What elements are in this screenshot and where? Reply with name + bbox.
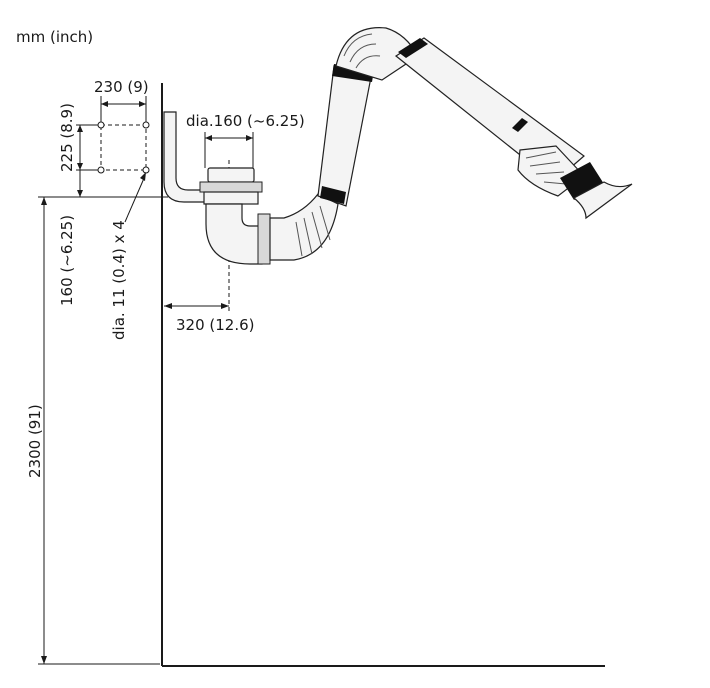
bracket-offset-label: 160 (~6.25) bbox=[58, 215, 76, 306]
hole-leader bbox=[124, 172, 146, 223]
swivel-head bbox=[199, 167, 296, 265]
hole-diameter-label: dia. 11 (0.4) x 4 bbox=[110, 220, 128, 340]
pipe-diameter-dimension bbox=[204, 132, 254, 168]
bracket-width-label: 230 (9) bbox=[94, 78, 149, 96]
bracket-height-label: 225 (8.9) bbox=[58, 103, 76, 172]
pipe-diameter-label: dia.160 (~6.25) bbox=[186, 112, 305, 130]
lower-arm-tube bbox=[317, 64, 374, 207]
upper-arm-tube bbox=[394, 37, 585, 183]
lower-hose bbox=[269, 193, 339, 261]
bracket-width-dimension bbox=[100, 96, 147, 122]
bracket-height-dimension bbox=[76, 124, 98, 171]
bracket-hole-pattern bbox=[97, 121, 150, 174]
mount-height-dimension bbox=[38, 197, 160, 665]
units-label: mm (inch) bbox=[16, 28, 93, 46]
horizontal-reach-dimension bbox=[164, 303, 229, 309]
mount-height-label: 2300 (91) bbox=[26, 404, 44, 478]
bracket-offset-dimension bbox=[77, 170, 83, 197]
extraction-hood bbox=[560, 162, 633, 220]
horizontal-reach-label: 320 (12.6) bbox=[176, 316, 255, 334]
